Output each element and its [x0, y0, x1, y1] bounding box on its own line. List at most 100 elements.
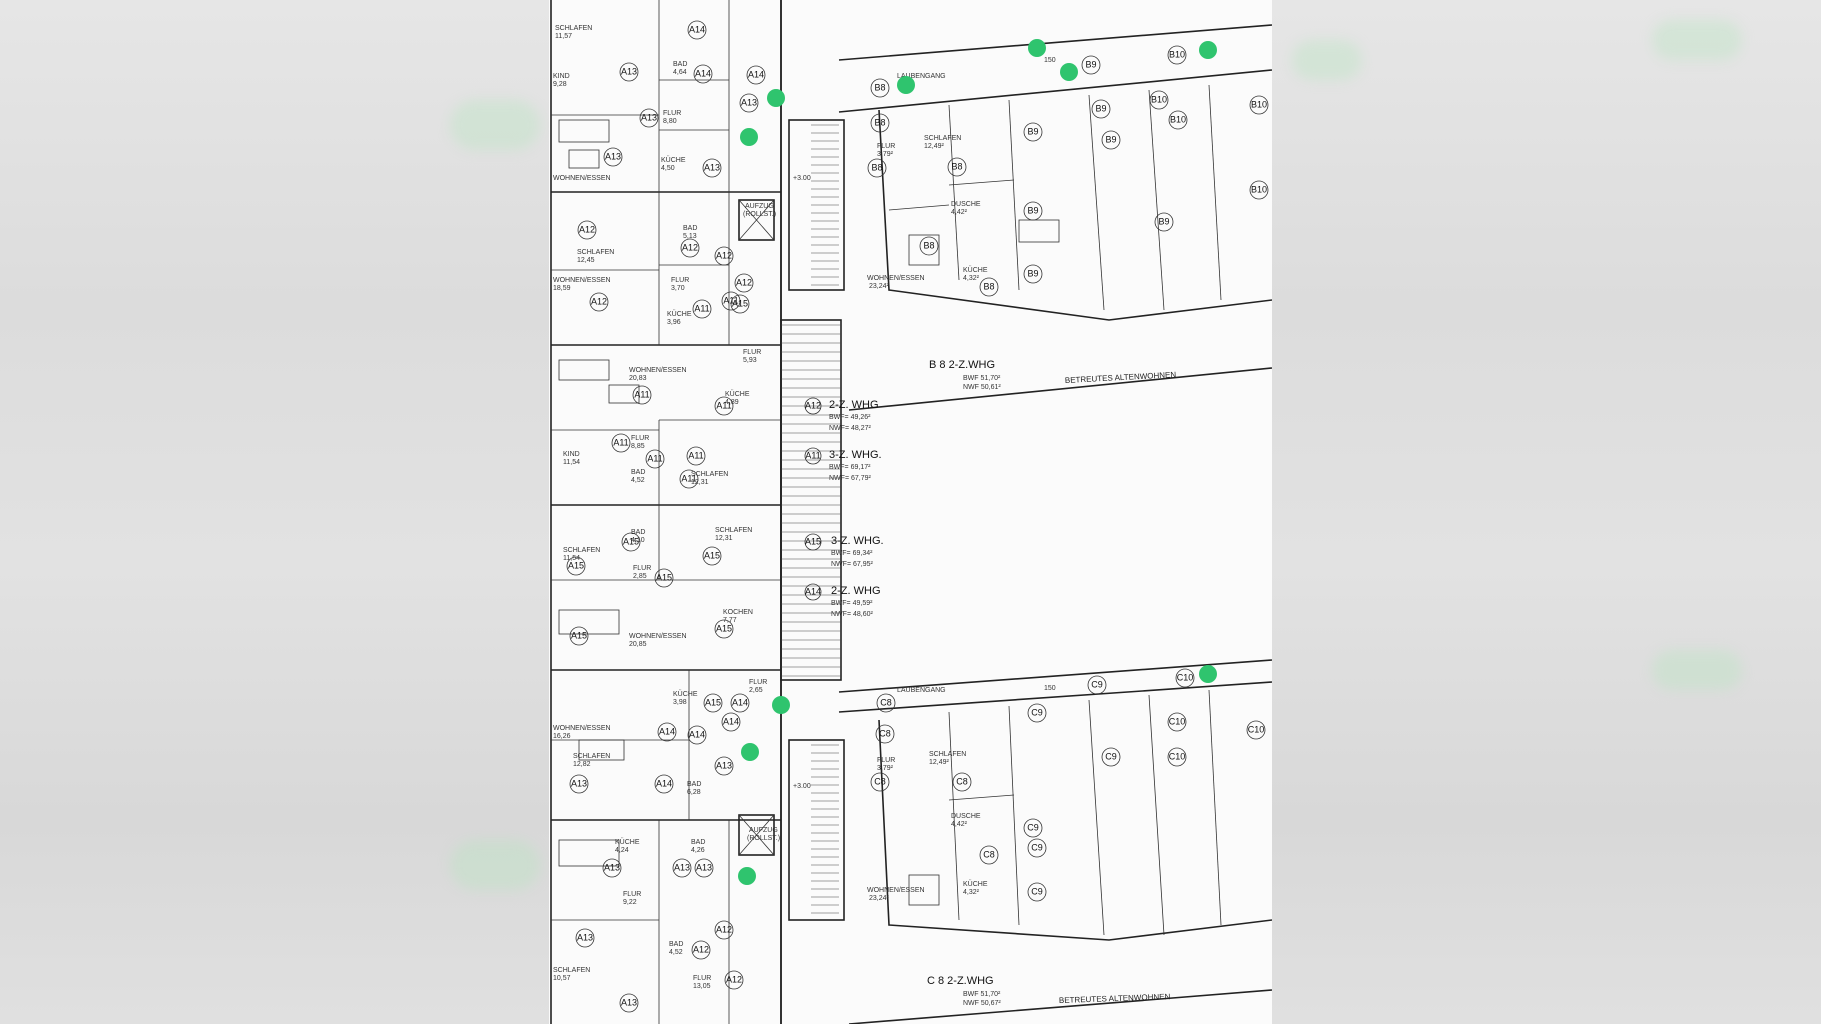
unit-tag: B10	[1249, 180, 1269, 200]
unit-tag-label: A15	[732, 298, 748, 308]
unit-tag-label: B9	[1027, 126, 1038, 136]
unit-tag-circle	[714, 246, 734, 266]
unit-tag: B8	[867, 158, 887, 178]
unit-tag-circle	[619, 62, 639, 82]
unit-tag-label: C8	[956, 776, 968, 786]
svg-text:8,85: 8,85	[631, 443, 645, 450]
unit-tag: A15	[703, 693, 723, 713]
unit-tag-label: A12	[716, 924, 732, 934]
unit-tag-circle	[870, 78, 890, 98]
unit-tag: C8	[876, 693, 896, 713]
svg-text:SCHLAFEN: SCHLAFEN	[563, 547, 600, 554]
unit-tag: C10	[1246, 720, 1266, 740]
svg-text:9,22: 9,22	[623, 899, 637, 906]
svg-text:NWF 50,67²: NWF 50,67²	[963, 1000, 1001, 1007]
table-upper	[908, 234, 940, 266]
location-marker[interactable]	[1199, 665, 1217, 683]
legend-entry: A14 2-Z. WHG BWF= 49,59² NWF= 48,60²	[804, 583, 881, 618]
unit-tag: C10	[1167, 747, 1187, 767]
elevator-upper	[738, 199, 775, 241]
unit-tag-circle	[875, 724, 895, 744]
blurred-background-right	[1272, 0, 1821, 1024]
svg-text:SCHLAFEN: SCHLAFEN	[553, 967, 590, 974]
location-marker[interactable]	[1028, 39, 1046, 57]
unit-tag-label: C8	[879, 728, 891, 738]
svg-text:4,26: 4,26	[691, 847, 705, 854]
location-marker[interactable]	[767, 89, 785, 107]
location-marker[interactable]	[772, 696, 790, 714]
svg-text:4,42²: 4,42²	[951, 209, 968, 216]
svg-text:4,32²: 4,32²	[963, 275, 980, 282]
svg-text:BETREUTES ALTENWOHNEN: BETREUTES ALTENWOHNEN	[1059, 992, 1171, 1005]
svg-text:3,70: 3,70	[671, 285, 685, 292]
location-marker[interactable]	[897, 76, 915, 94]
unit-tag-circle	[603, 147, 623, 167]
unit-tag-circle	[575, 928, 595, 948]
svg-text:12,31: 12,31	[691, 479, 709, 486]
svg-text:12,49²: 12,49²	[929, 759, 950, 766]
unit-tag-circle	[1249, 180, 1269, 200]
location-marker[interactable]	[741, 743, 759, 761]
location-marker[interactable]	[1060, 63, 1078, 81]
svg-text:3,79²: 3,79²	[877, 765, 894, 772]
unit-tag: C9	[1023, 818, 1043, 838]
svg-text:4,64: 4,64	[673, 69, 687, 76]
unit-tag-label: B10	[1251, 184, 1267, 194]
unit-tag-circle	[870, 772, 890, 792]
unit-tag-circle	[679, 469, 699, 489]
unit-tag-label: A12	[716, 250, 732, 260]
unit-tag-circle	[979, 277, 999, 297]
unit-tag-circle	[702, 158, 722, 178]
unit-tag-label: A13	[621, 997, 637, 1007]
svg-text:4,42²: 4,42²	[951, 821, 968, 828]
svg-text:FLUR: FLUR	[671, 277, 689, 284]
unit-tag-circle	[702, 546, 722, 566]
unit-tag: A12	[734, 273, 754, 293]
svg-text:3,79²: 3,79²	[877, 151, 894, 158]
unit-tag-label: C9	[1031, 842, 1043, 852]
svg-text:KÜCHE: KÜCHE	[667, 310, 692, 318]
svg-text:3,96: 3,96	[667, 319, 681, 326]
unit-tag-circle	[739, 93, 759, 113]
location-marker[interactable]	[738, 867, 756, 885]
unit-tag-label: C8	[874, 776, 886, 786]
location-marker[interactable]	[740, 128, 758, 146]
unit-tag-label: B8	[951, 161, 962, 171]
unit-tag-circle	[672, 858, 692, 878]
svg-text:KÜCHE: KÜCHE	[963, 880, 988, 888]
unit-tag: C8	[979, 845, 999, 865]
unit-tag-circle	[692, 299, 712, 319]
unit-tag-label: A14	[659, 726, 675, 736]
svg-text:4,50: 4,50	[661, 165, 675, 172]
unit-tag: B10	[1149, 90, 1169, 110]
unit-tag-circle	[867, 158, 887, 178]
unit-tag-circle	[1027, 703, 1047, 723]
blur-highlight	[1292, 40, 1362, 80]
svg-text:150: 150	[1044, 685, 1056, 692]
svg-text:FLUR: FLUR	[877, 143, 895, 150]
unit-tag-circle	[947, 157, 967, 177]
unit-tag: A11	[611, 433, 631, 453]
svg-text:(ROLLST.): (ROLLST.)	[743, 211, 776, 218]
svg-text:18,59: 18,59	[553, 285, 571, 292]
svg-text:3-Z. WHG.: 3-Z. WHG.	[829, 449, 882, 461]
unit-tag-circle	[1168, 110, 1188, 130]
unit-tag-circle	[721, 712, 741, 732]
svg-text:BWF 51,70²: BWF 51,70²	[963, 991, 1001, 998]
svg-text:FLUR: FLUR	[633, 565, 651, 572]
location-markers[interactable]	[738, 39, 1217, 885]
unit-tag: B9	[1023, 201, 1043, 221]
unit-legend: A12 2-Z. WHG BWF= 49,26² NWF= 48,27² A11…	[804, 397, 884, 618]
unit-tag-label: A14	[748, 69, 764, 79]
svg-text:12,82: 12,82	[573, 761, 591, 768]
legend-entry: A11 3-Z. WHG. BWF= 69,17² NWF= 67,79²	[804, 447, 882, 482]
svg-text:4,32²: 4,32²	[963, 889, 980, 896]
unit-tag-label: A13	[604, 862, 620, 872]
svg-text:WOHNEN/ESSEN: WOHNEN/ESSEN	[553, 725, 611, 732]
unit-tag-label: A14	[689, 24, 705, 34]
location-marker[interactable]	[1199, 41, 1217, 59]
unit-tag-circle	[721, 291, 741, 311]
svg-text:FLUR: FLUR	[663, 110, 681, 117]
blurred-background-left	[0, 0, 549, 1024]
svg-text:WOHNEN/ESSEN: WOHNEN/ESSEN	[867, 887, 925, 894]
